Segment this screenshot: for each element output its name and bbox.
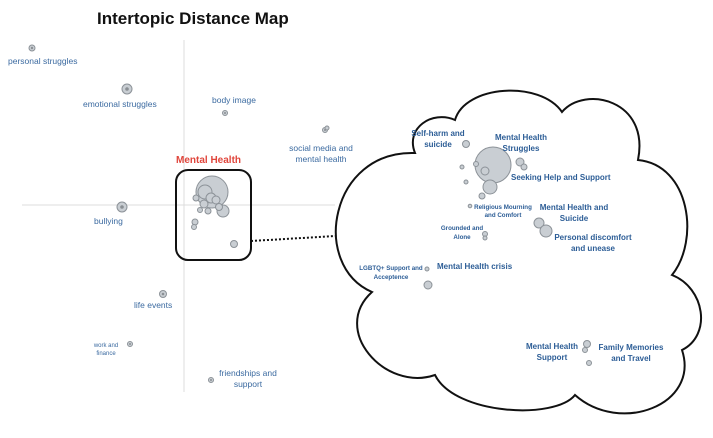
svg-text:mental health: mental health [295,154,346,164]
svg-text:Acceptence: Acceptence [374,274,409,281]
label-body-image: body image [212,95,256,105]
zoom-bubble-family[interactable] [586,360,592,366]
zoom-label-mh-suicide: Mental Health and [540,203,609,212]
label-work-finance: work and [93,343,118,349]
zoom-label-mh-support: Mental Health [526,342,578,351]
zoom-bubble-lgbtq[interactable] [424,266,430,272]
zoom-label-religious: Religious Mourning [474,204,532,211]
zoom-label-grounded: Grounded and [441,225,483,232]
chart-title: Intertopic Distance Map [97,9,289,28]
svg-text:support: support [234,379,263,389]
svg-text:and unease: and unease [571,244,616,253]
zoom-bubbles [423,140,592,366]
cluster-bubble[interactable] [192,194,200,202]
label-personal-struggles: personal struggles [8,56,77,66]
cluster-bubble[interactable] [230,240,238,248]
zoom-label-mh-crisis: Mental Health crisis [437,262,513,271]
cluster-bubble[interactable] [191,218,199,226]
label-social-media: social media and [289,143,353,153]
cluster-bubble[interactable] [191,224,197,230]
svg-text:and Comfort: and Comfort [485,212,522,219]
zoom-label-family: Family Memories [599,343,664,352]
zoom-label-mh-struggles: Mental Health [495,133,547,142]
zoom-cloud [334,89,703,415]
label-life-events: life events [134,300,172,310]
cluster-bubble[interactable] [197,207,203,213]
zoom-connector [250,235,337,242]
svg-text:Suicide: Suicide [560,214,589,223]
label-emotional-struggles: emotional struggles [83,99,157,109]
zoom-label-self-harm: Self-harm and [411,129,464,138]
zoom-bubble-seeking-help[interactable] [482,179,498,195]
zoom-bubble-religious[interactable] [467,203,473,209]
svg-text:suicide: suicide [424,140,452,149]
svg-text:Alone: Alone [453,234,471,241]
svg-text:finance: finance [96,351,116,357]
cluster-bubble[interactable] [215,203,223,211]
zoom-bubble-mh-support[interactable] [583,340,591,348]
cluster-bubble[interactable] [199,199,209,209]
mental-health-highlight-label: Mental Health [176,155,241,166]
cluster-bubble[interactable] [211,195,221,205]
zoom-label-discomfort: Personal discomfort [554,233,632,242]
zoom-label-lgbtq: LGBTQ+ Support and [359,265,423,272]
label-friendships: friendships and [219,368,277,378]
zoom-bubble-mh-crisis[interactable] [423,280,433,290]
zoom-bubble-self-harm[interactable] [462,140,470,148]
label-bullying: bullying [94,216,123,226]
zoom-bubble-discomfort[interactable] [539,224,553,238]
zoom-bubble-mh-suicide[interactable] [533,217,545,229]
svg-text:Support: Support [537,353,568,362]
cluster-bubble[interactable] [204,207,212,215]
mental-health-cluster-box[interactable] [175,169,252,261]
mental-health-cluster [191,175,238,248]
svg-text:Struggles: Struggles [503,144,540,153]
zoom-label-seeking-help: Seeking Help and Support [511,173,611,182]
svg-text:and Travel: and Travel [611,354,651,363]
